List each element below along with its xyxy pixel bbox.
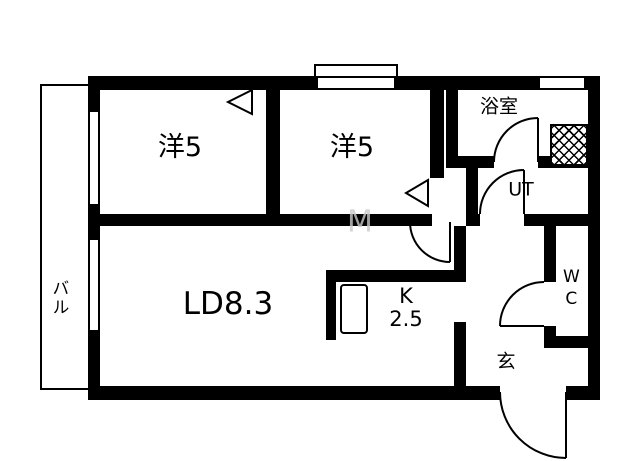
room-label-entrance: 玄 bbox=[496, 350, 516, 373]
wall-segment bbox=[446, 156, 494, 168]
window bbox=[318, 76, 394, 90]
door-arc-hall bbox=[409, 221, 451, 263]
room-label-bedroom2: 洋5 bbox=[329, 132, 375, 164]
wall-segment bbox=[454, 322, 466, 386]
wall-segment bbox=[588, 76, 600, 400]
wall-segment bbox=[88, 76, 318, 90]
balcony-outline bbox=[40, 84, 92, 390]
door-marker-icon bbox=[225, 88, 253, 116]
kitchen-sink bbox=[340, 284, 368, 334]
watermark: M bbox=[347, 204, 373, 240]
wall-segment bbox=[266, 90, 280, 226]
window bbox=[88, 240, 100, 330]
door-arc-toilet bbox=[499, 281, 545, 327]
shaft-hatch bbox=[550, 124, 588, 166]
wall-segment bbox=[88, 330, 100, 400]
window bbox=[540, 76, 584, 90]
door-arc-entrance bbox=[499, 391, 567, 459]
kitchen-label-line2: 2.5 bbox=[389, 307, 423, 331]
room-label-toilet: WC bbox=[561, 267, 582, 311]
wall-segment bbox=[446, 76, 458, 168]
wall-segment bbox=[524, 214, 600, 226]
wall-segment bbox=[466, 168, 478, 214]
wall-segment bbox=[466, 214, 480, 226]
door-arc-bathroom bbox=[493, 117, 539, 163]
wall-segment bbox=[394, 76, 540, 90]
room-label-utility: UT bbox=[508, 178, 534, 201]
room-label-bathroom: 浴室 bbox=[479, 95, 519, 118]
wall-segment bbox=[544, 326, 556, 336]
room-label-bedroom1: 洋5 bbox=[157, 132, 203, 164]
wall-segment bbox=[544, 226, 556, 282]
wall-segment bbox=[454, 226, 466, 282]
room-label-balcony: バル bbox=[48, 279, 69, 317]
wall-segment bbox=[430, 90, 444, 178]
wall-segment bbox=[88, 76, 100, 112]
window bbox=[88, 112, 100, 204]
kitchen-label-line1: K bbox=[399, 283, 413, 308]
wall-segment bbox=[326, 270, 454, 282]
wall-segment bbox=[88, 386, 500, 400]
room-label-living-dining: LD8.3 bbox=[182, 285, 274, 322]
wall-segment bbox=[544, 336, 600, 348]
wall-segment bbox=[88, 204, 100, 240]
wall-segment bbox=[326, 282, 336, 340]
door-marker-icon bbox=[404, 178, 429, 208]
room-label-kitchen: K 2.5 bbox=[389, 283, 423, 331]
